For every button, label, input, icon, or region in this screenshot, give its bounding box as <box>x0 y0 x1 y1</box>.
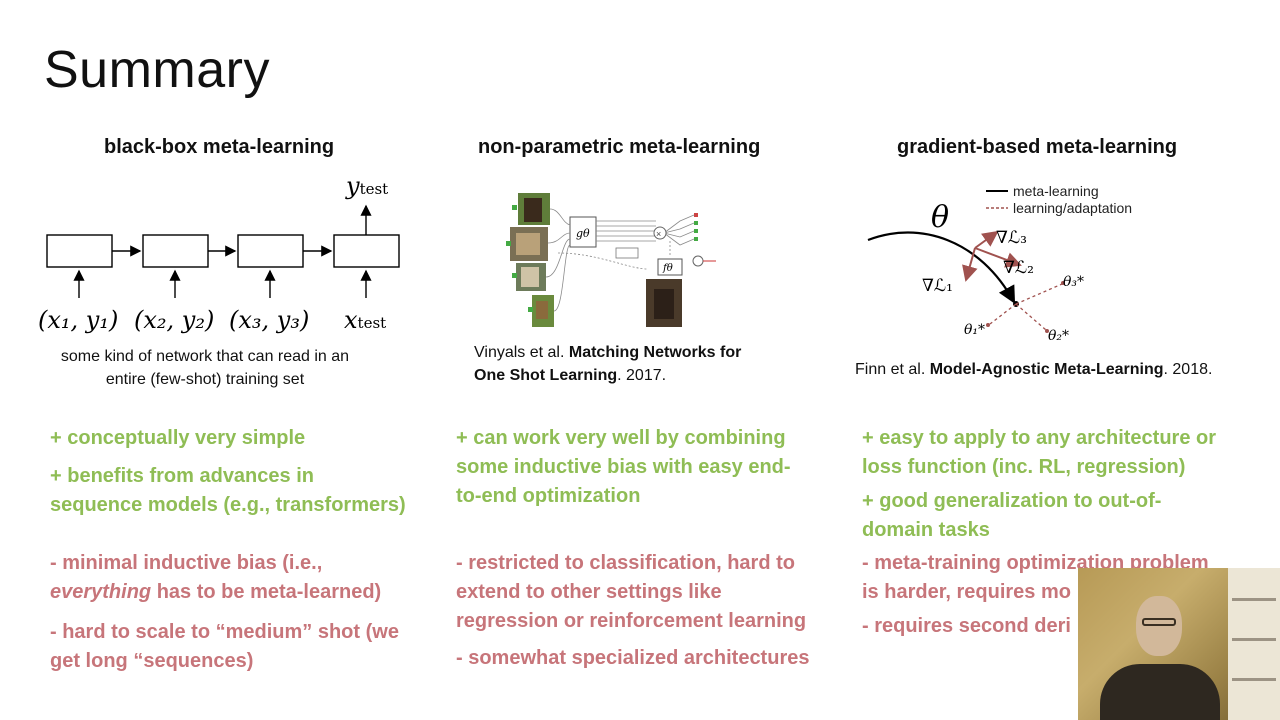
nonparam-pro-line3: to-end optimization <box>456 485 641 507</box>
webcam-overlay <box>1078 568 1280 720</box>
legend-adaptation: learning/adaptation <box>1013 200 1133 216</box>
svg-text:fθ: fθ <box>662 263 673 274</box>
nonparam-con-1-line2: extend to other settings like <box>456 581 722 603</box>
blackbox-pro-2-line1: + benefits from advances in <box>50 465 314 487</box>
opt2-label: θ₂* <box>1048 328 1070 344</box>
rnn-cell-2 <box>142 234 209 268</box>
blackbox-caption: some kind of network that can read in an… <box>60 348 350 388</box>
nonparam-pro-line2: some inductive bias with easy end- <box>456 456 791 478</box>
grad1-label: ∇ℒ₁ <box>922 276 953 296</box>
svg-text:×: × <box>656 229 661 239</box>
nonparam-caption: Vinyals et al. Matching Networks for One… <box>474 344 742 384</box>
input-label-1: (x₁, y₁) <box>38 306 119 334</box>
gradient-con-2: - requires second deri <box>862 615 1071 637</box>
grad3-label: ∇ℒ₃ <box>996 228 1027 248</box>
xtest-label: xtest <box>344 306 387 334</box>
legend-meta-learning: meta-learning <box>1013 183 1099 199</box>
blackbox-pro-1: + conceptually very simple <box>50 427 306 449</box>
blackbox-con-1-line1: - minimal inductive bias (i.e., <box>50 552 323 574</box>
input-label-2: (x₂, y₂) <box>134 306 215 334</box>
gradient-pro-1-line2: loss function (inc. RL, regression) <box>862 456 1186 478</box>
blackbox-pro-2-line2: sequence models (e.g., transformers) <box>50 494 406 516</box>
nonparam-con-1-line1: - restricted to classification, hard to <box>456 552 795 574</box>
opt1-label: θ₁* <box>964 322 986 338</box>
gradient-caption: Finn et al. Model-Agnostic Meta-Learning… <box>855 361 1213 378</box>
gradient-pro-2-line1: + good generalization to out-of- <box>862 490 1162 512</box>
f-theta-box <box>657 258 683 276</box>
nonparam-con-2: - somewhat specialized architectures <box>456 647 810 669</box>
input-label-3: (x₃, y₃) <box>229 306 310 334</box>
slide-title: Summary <box>44 41 270 99</box>
gradient-pro-2-line2: domain tasks <box>862 519 990 541</box>
bookshelf <box>1228 568 1280 720</box>
blackbox-con-2-line1: - hard to scale to “medium” shot (we <box>50 621 399 643</box>
rnn-cell-4 <box>333 234 400 268</box>
rnn-cell-1 <box>46 234 113 268</box>
blackbox-heading: black-box meta-learning <box>104 136 335 158</box>
gradient-heading: gradient-based meta-learning <box>897 136 1178 158</box>
opt3-label: θ₃* <box>1063 274 1085 290</box>
gradient-pro-1-line1: + easy to apply to any architecture or <box>862 427 1217 449</box>
person-head <box>1136 596 1182 656</box>
blackbox-con-2-line2: get long “sequences) <box>50 650 254 672</box>
nonparam-con-1-line3: regression or reinforcement learning <box>456 610 807 632</box>
theta-label: θ <box>931 200 950 235</box>
rnn-cell-3 <box>237 234 304 268</box>
ytest-label: ytest <box>346 172 389 200</box>
gradient-con-1-line2: is harder, requires mo <box>862 581 1071 603</box>
nonparam-pro-line1: + can work very well by combining <box>456 427 786 449</box>
matching-networks-figure: gθ × fθ <box>506 193 716 327</box>
nonparam-heading: non-parametric meta-learning <box>478 136 761 158</box>
g-theta-box <box>569 216 597 248</box>
blackbox-con-1-line2: everything has to be meta-learned) <box>50 581 382 603</box>
svg-text:gθ: gθ <box>576 227 590 240</box>
grad2-label: ∇ℒ₂ <box>1003 258 1034 278</box>
person-body <box>1100 664 1220 720</box>
